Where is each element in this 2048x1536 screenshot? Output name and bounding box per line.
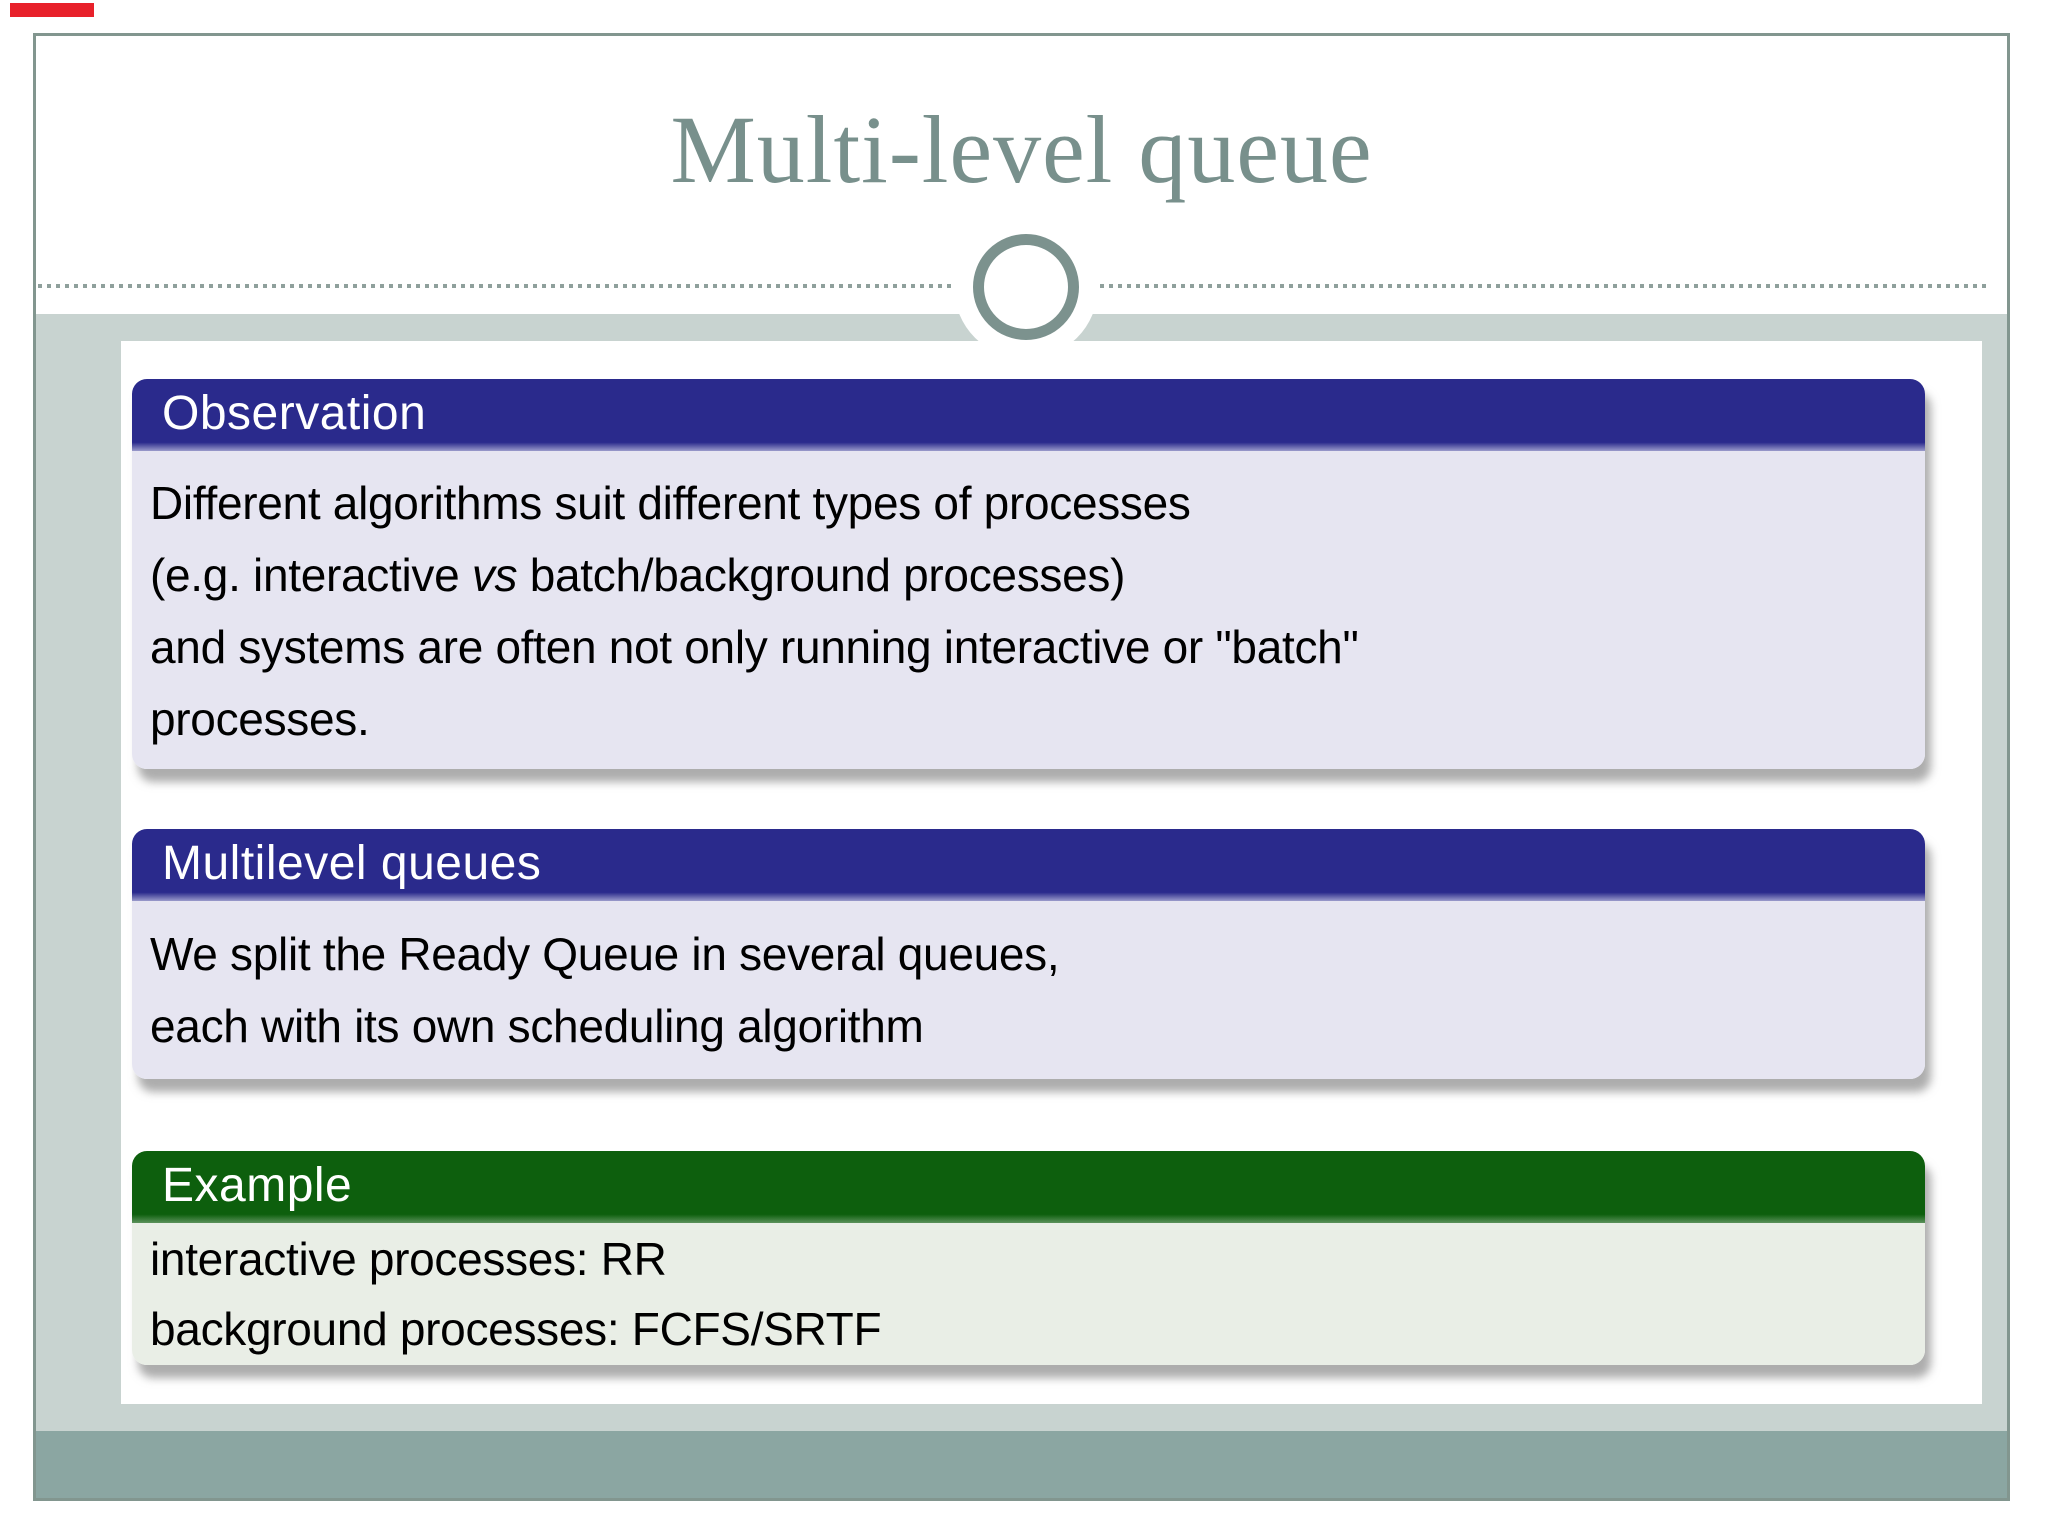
observation-body: Different algorithms suit different type… bbox=[132, 451, 1925, 769]
slide-frame: Multi-level queue bbox=[33, 33, 2010, 1501]
ring-ornament-icon bbox=[973, 234, 1079, 340]
multilevel-queues-header: Multilevel queues bbox=[132, 829, 1925, 901]
red-progress-indicator bbox=[10, 3, 94, 17]
text-line: and systems are often not only running i… bbox=[150, 621, 1359, 673]
text-segment: (e.g. interactive bbox=[150, 549, 472, 601]
text-line: each with its own scheduling algorithm bbox=[150, 1000, 924, 1052]
text-line: interactive processes: RR bbox=[150, 1233, 667, 1285]
text-line: We split the Ready Queue in several queu… bbox=[150, 928, 1060, 980]
text-line: background processes: FCFS/SRTF bbox=[150, 1303, 882, 1355]
footer-band bbox=[36, 1431, 2007, 1498]
content-backdrop: Observation Different algorithms suit di… bbox=[121, 341, 1982, 1404]
text-segment: batch/background processes) bbox=[517, 549, 1126, 601]
callout-box-example: Example interactive processes: RR backgr… bbox=[132, 1151, 1925, 1365]
slide-title: Multi-level queue bbox=[670, 96, 1373, 203]
example-header: Example bbox=[132, 1151, 1925, 1223]
text-line: Different algorithms suit different type… bbox=[150, 477, 1191, 529]
text-line: processes. bbox=[150, 693, 370, 745]
observation-header: Observation bbox=[132, 379, 1925, 451]
text-segment-italic: vs bbox=[471, 549, 518, 601]
multilevel-queues-body: We split the Ready Queue in several queu… bbox=[132, 901, 1925, 1079]
callout-box-multilevel-queues: Multilevel queues We split the Ready Que… bbox=[132, 829, 1925, 1079]
callout-box-observation: Observation Different algorithms suit di… bbox=[132, 379, 1925, 769]
text-line: (e.g. interactive vs batch/background pr… bbox=[150, 539, 1905, 611]
example-body: interactive processes: RR background pro… bbox=[132, 1223, 1925, 1365]
